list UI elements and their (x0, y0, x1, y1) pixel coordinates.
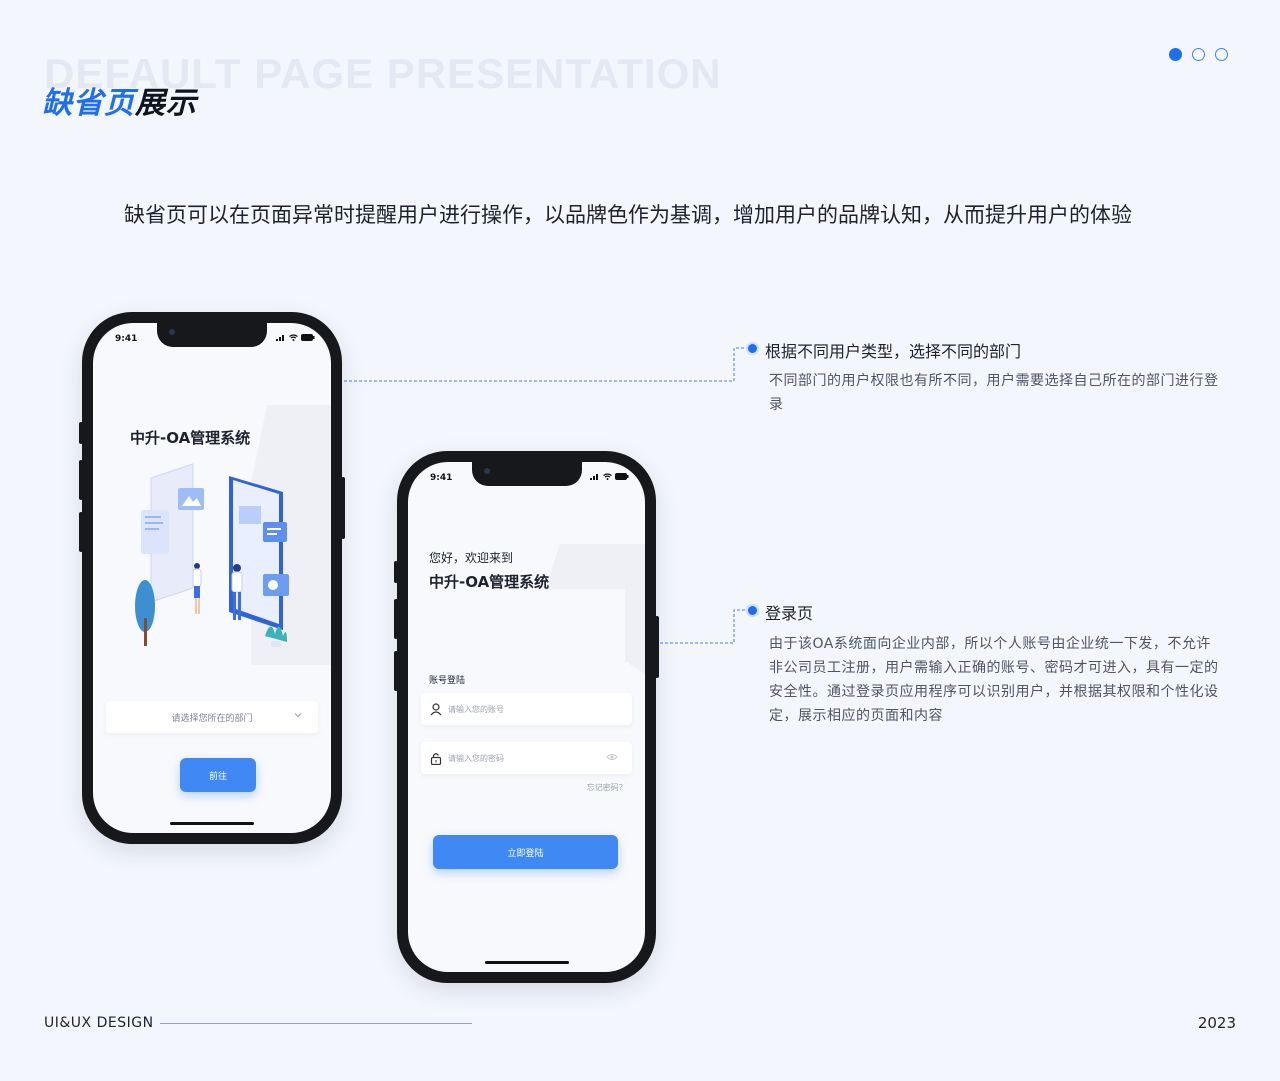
login-button[interactable]: 立即登陆 (433, 835, 618, 869)
phone-screen-login: 9:41 您好，欢迎来到 中升-OA管理系统 账号登陆 请输入您的账号 请输入您… (408, 462, 645, 972)
pagination-dot-1[interactable] (1169, 48, 1182, 61)
chevron-down-icon (294, 713, 302, 718)
phone-screen-department: 9:41 中升-OA管理系统 (93, 323, 331, 833)
signal-icon (276, 335, 284, 341)
password-input[interactable]: 请输入您的密码 (421, 742, 632, 774)
background-title: DEFAULT PAGE PRESENTATION (44, 50, 722, 97)
phone-notch (157, 323, 267, 347)
password-input-placeholder: 请输入您的密码 (448, 753, 504, 763)
connector-dot-1 (748, 344, 757, 353)
annotation-1-body: 不同部门的用户权限也有所不同，用户需要选择自己所在的部门进行登录 (769, 373, 1219, 413)
page-title: 缺省页展示 (42, 78, 197, 122)
signal-icon (590, 474, 598, 480)
user-icon (430, 702, 442, 715)
department-select-placeholder: 请选择您所在的部门 (171, 713, 253, 724)
status-time: 9:41 (430, 473, 453, 483)
connector-dot-2 (748, 606, 757, 615)
app-title: 中升-OA管理系统 (429, 573, 550, 591)
pagination-dots (1169, 48, 1228, 61)
phone-notch (471, 462, 582, 486)
wifi-icon (289, 334, 298, 341)
battery-icon (301, 334, 315, 341)
home-indicator (170, 822, 254, 825)
go-button[interactable]: 前往 (180, 758, 256, 792)
wifi-icon (603, 473, 612, 480)
account-input[interactable]: 请输入您的账号 (421, 693, 632, 725)
department-select[interactable]: 请选择您所在的部门 (106, 701, 318, 733)
battery-icon (615, 473, 629, 480)
status-icons (590, 473, 629, 480)
page-title-blue: 缺省页 (42, 86, 135, 121)
annotation-1-title: 根据不同用户类型，选择不同的部门 (765, 342, 1022, 361)
footer-year: 2023 (1197, 1014, 1236, 1032)
home-indicator (484, 961, 569, 964)
forgot-password-link[interactable]: 忘记密码? (586, 783, 623, 792)
footer-brand: UI&UX DESIGN (44, 1015, 154, 1031)
app-title: 中升-OA管理系统 (130, 429, 251, 447)
annotation-2-body: 由于该OA系统面向企业内部，所以个人账号由企业统一下发，不允许非公司员工注册，用… (769, 636, 1219, 724)
phone-mockup-department: 9:41 中升-OA管理系统 (79, 312, 345, 844)
lock-icon (430, 752, 442, 765)
page-title-dark: 展示 (135, 86, 197, 121)
status-icons (276, 334, 315, 341)
annotation-2-title: 登录页 (765, 604, 814, 623)
pagination-dot-3[interactable] (1215, 48, 1228, 61)
footer-divider (160, 1023, 472, 1024)
page-description: 缺省页可以在页面异常时提醒用户进行操作，以品牌色作为基调，增加用户的品牌认知，从… (124, 203, 1132, 227)
pagination-dot-2[interactable] (1192, 48, 1205, 61)
phone-mockup-login: 9:41 您好，欢迎来到 中升-OA管理系统 账号登陆 请输入您的账号 请输入您… (394, 451, 659, 983)
account-input-placeholder: 请输入您的账号 (448, 704, 504, 714)
status-time: 9:41 (115, 334, 138, 344)
welcome-greeting: 您好，欢迎来到 (429, 551, 514, 565)
office-illustration (135, 463, 289, 647)
account-login-label: 账号登陆 (429, 676, 466, 686)
eye-icon[interactable] (606, 753, 618, 761)
